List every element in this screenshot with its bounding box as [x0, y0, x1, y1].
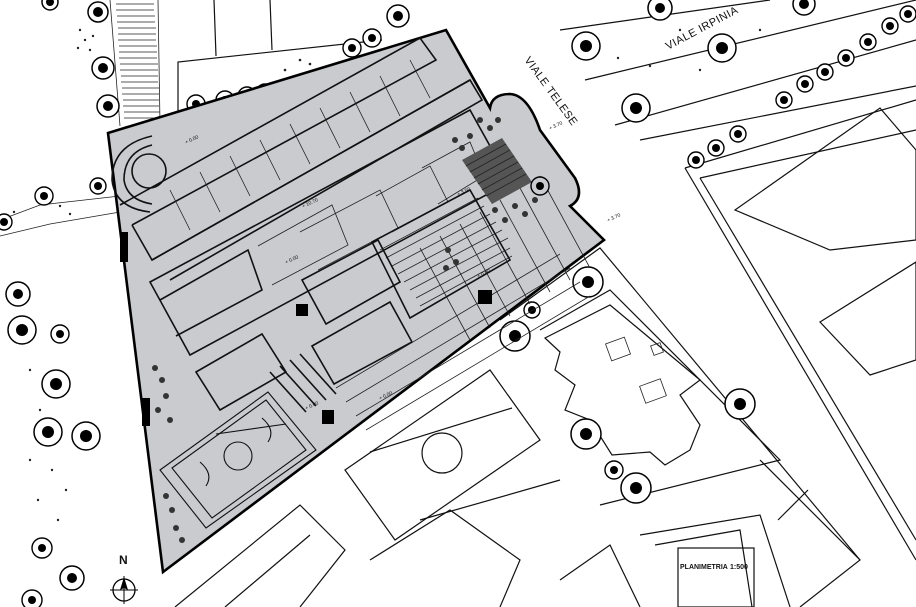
tree-icon: [724, 388, 756, 420]
tree-icon: [881, 17, 899, 35]
tree-icon: [621, 93, 651, 123]
tree-icon: [91, 56, 115, 80]
tree-icon: [7, 315, 37, 345]
tree-icon: [604, 460, 624, 480]
tree-icon: [707, 139, 725, 157]
tree-icon: [41, 0, 59, 11]
tree-icon: [96, 94, 120, 118]
elevation-label: + 0.00: [476, 268, 491, 279]
tree-icon: [572, 266, 604, 298]
tree-icon: [899, 5, 916, 23]
tree-icon: [41, 369, 71, 399]
north-label: N: [119, 553, 128, 567]
basketball-court: [159, 391, 317, 529]
elevation-label: + 0.00: [284, 254, 299, 265]
north-arrow: N: [110, 553, 138, 604]
elevation-label: + 3.70: [548, 120, 563, 131]
tree-icon: [34, 186, 54, 206]
shrub-texture: [12, 28, 762, 522]
tree-icon: [837, 49, 855, 67]
tree-icon: [87, 1, 109, 23]
plan-scale: 1:500: [730, 564, 748, 571]
project-site: [106, 28, 606, 575]
tree-icon: [0, 213, 13, 231]
tree-icon: [59, 565, 85, 591]
site-vegetation: [152, 117, 538, 543]
tree-icon: [792, 0, 816, 16]
elevation-label: + 0.00: [184, 134, 199, 145]
tree-icon: [816, 63, 834, 81]
tree-icon: [687, 151, 705, 169]
tree-icon: [859, 33, 877, 51]
tree-icon: [571, 31, 601, 61]
tree-icon: [21, 589, 43, 607]
tree-icon: [362, 28, 382, 48]
plan-title: PLANIMETRIA: [680, 564, 728, 571]
tree-icon: [71, 421, 101, 451]
tree-icon: [50, 324, 70, 344]
elevation-label: + 3.50: [456, 186, 471, 197]
tree-icon: [5, 281, 31, 307]
tree-icon: [342, 38, 362, 58]
tree-icon: [523, 301, 541, 319]
tree-icon: [499, 320, 531, 352]
tree-icon: [33, 417, 63, 447]
tree-icon: [647, 0, 673, 21]
tree-icon: [707, 33, 737, 63]
north-arrow-icon: [120, 577, 128, 590]
tree-icon: [530, 176, 550, 196]
tree-icon: [570, 418, 602, 450]
tree-icon: [775, 91, 793, 109]
tree-icon: [31, 537, 53, 559]
tree-icon: [796, 75, 814, 93]
tree-icon: [386, 4, 410, 28]
elevation-label: + 0.00: [304, 400, 319, 411]
tree-icon: [620, 472, 652, 504]
tree-icon: [89, 177, 107, 195]
elevation-label: + 0.00: [378, 390, 393, 401]
stair-hatch: [462, 138, 532, 204]
tree-icon: [729, 125, 747, 143]
elevation-label: + 3.70: [606, 212, 621, 223]
